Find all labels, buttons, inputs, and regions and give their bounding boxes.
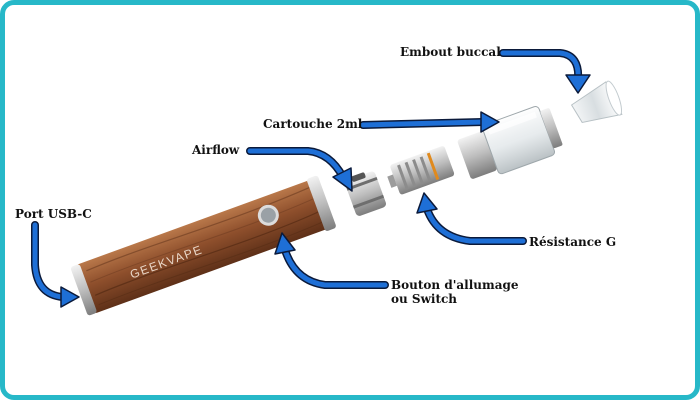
arrow-embout — [503, 53, 590, 93]
label-airflow: Airflow — [192, 143, 239, 157]
tank — [455, 102, 565, 184]
label-port-usb-c: Port USB-C — [15, 207, 92, 221]
label-bouton-line2: ou Switch — [391, 292, 519, 306]
coil — [384, 145, 455, 197]
label-embout-buccal: Embout buccal — [400, 45, 501, 59]
label-resistance: Résistance G — [529, 235, 616, 249]
label-bouton-line1: Bouton d'allumage — [391, 278, 519, 292]
exploded-view: GEEKVAPE — [5, 5, 695, 395]
arrow-cartouche — [363, 112, 499, 132]
arrow-usb — [35, 225, 79, 307]
label-cartouche: Cartouche 2ml — [263, 117, 362, 131]
battery-body: GEEKVAPE — [69, 175, 336, 318]
label-bouton-allumage: Bouton d'allumage ou Switch — [391, 278, 519, 306]
arrow-resistance — [417, 193, 523, 241]
